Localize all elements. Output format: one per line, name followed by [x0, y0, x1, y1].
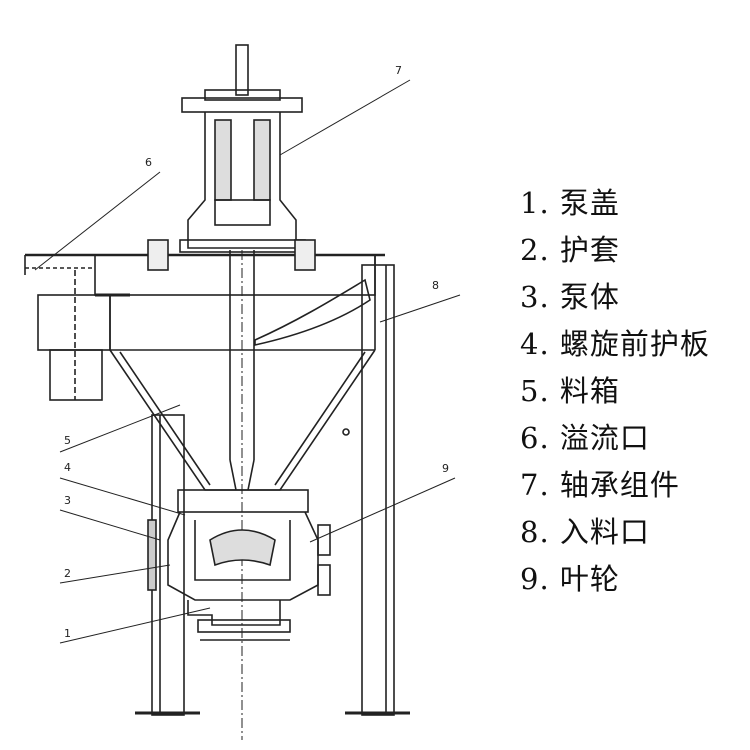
legend-item: 8. 入料口	[520, 515, 650, 549]
callout-4: 4	[64, 461, 71, 474]
shaft	[229, 44, 255, 740]
callout-2: 2	[64, 567, 71, 580]
legend-item: 1. 泵盖	[520, 186, 620, 220]
callout-6: 6	[145, 156, 152, 169]
support-legs	[135, 264, 410, 716]
platform	[24, 253, 385, 297]
leader-lines	[34, 79, 461, 644]
overflow-outlet	[37, 270, 111, 401]
pump-body	[147, 489, 331, 641]
callout-5: 5	[64, 434, 71, 447]
callout-numbers: 7 6 8 5 4 3 2 1 9	[64, 64, 449, 640]
legend-item: 3. 泵体	[520, 280, 620, 314]
legend-item: 7. 轴承组件	[520, 468, 680, 502]
callout-8: 8	[432, 279, 439, 292]
legend-item: 5. 料箱	[520, 374, 620, 408]
legend-item: 2. 护套	[520, 233, 620, 267]
legend-item: 6. 溢流口	[520, 421, 650, 455]
legend-item: 9. 叶轮	[520, 562, 620, 596]
callout-3: 3	[64, 494, 71, 507]
callout-7: 7	[395, 64, 402, 77]
callout-1: 1	[64, 627, 71, 640]
parts-legend: 1. 泵盖 2. 护套 3. 泵体 4. 螺旋前护板 5. 料箱 6. 溢流口 …	[520, 180, 710, 603]
callout-9: 9	[442, 462, 449, 475]
legend-item: 4. 螺旋前护板	[520, 327, 710, 361]
bearing-assembly	[147, 89, 316, 271]
